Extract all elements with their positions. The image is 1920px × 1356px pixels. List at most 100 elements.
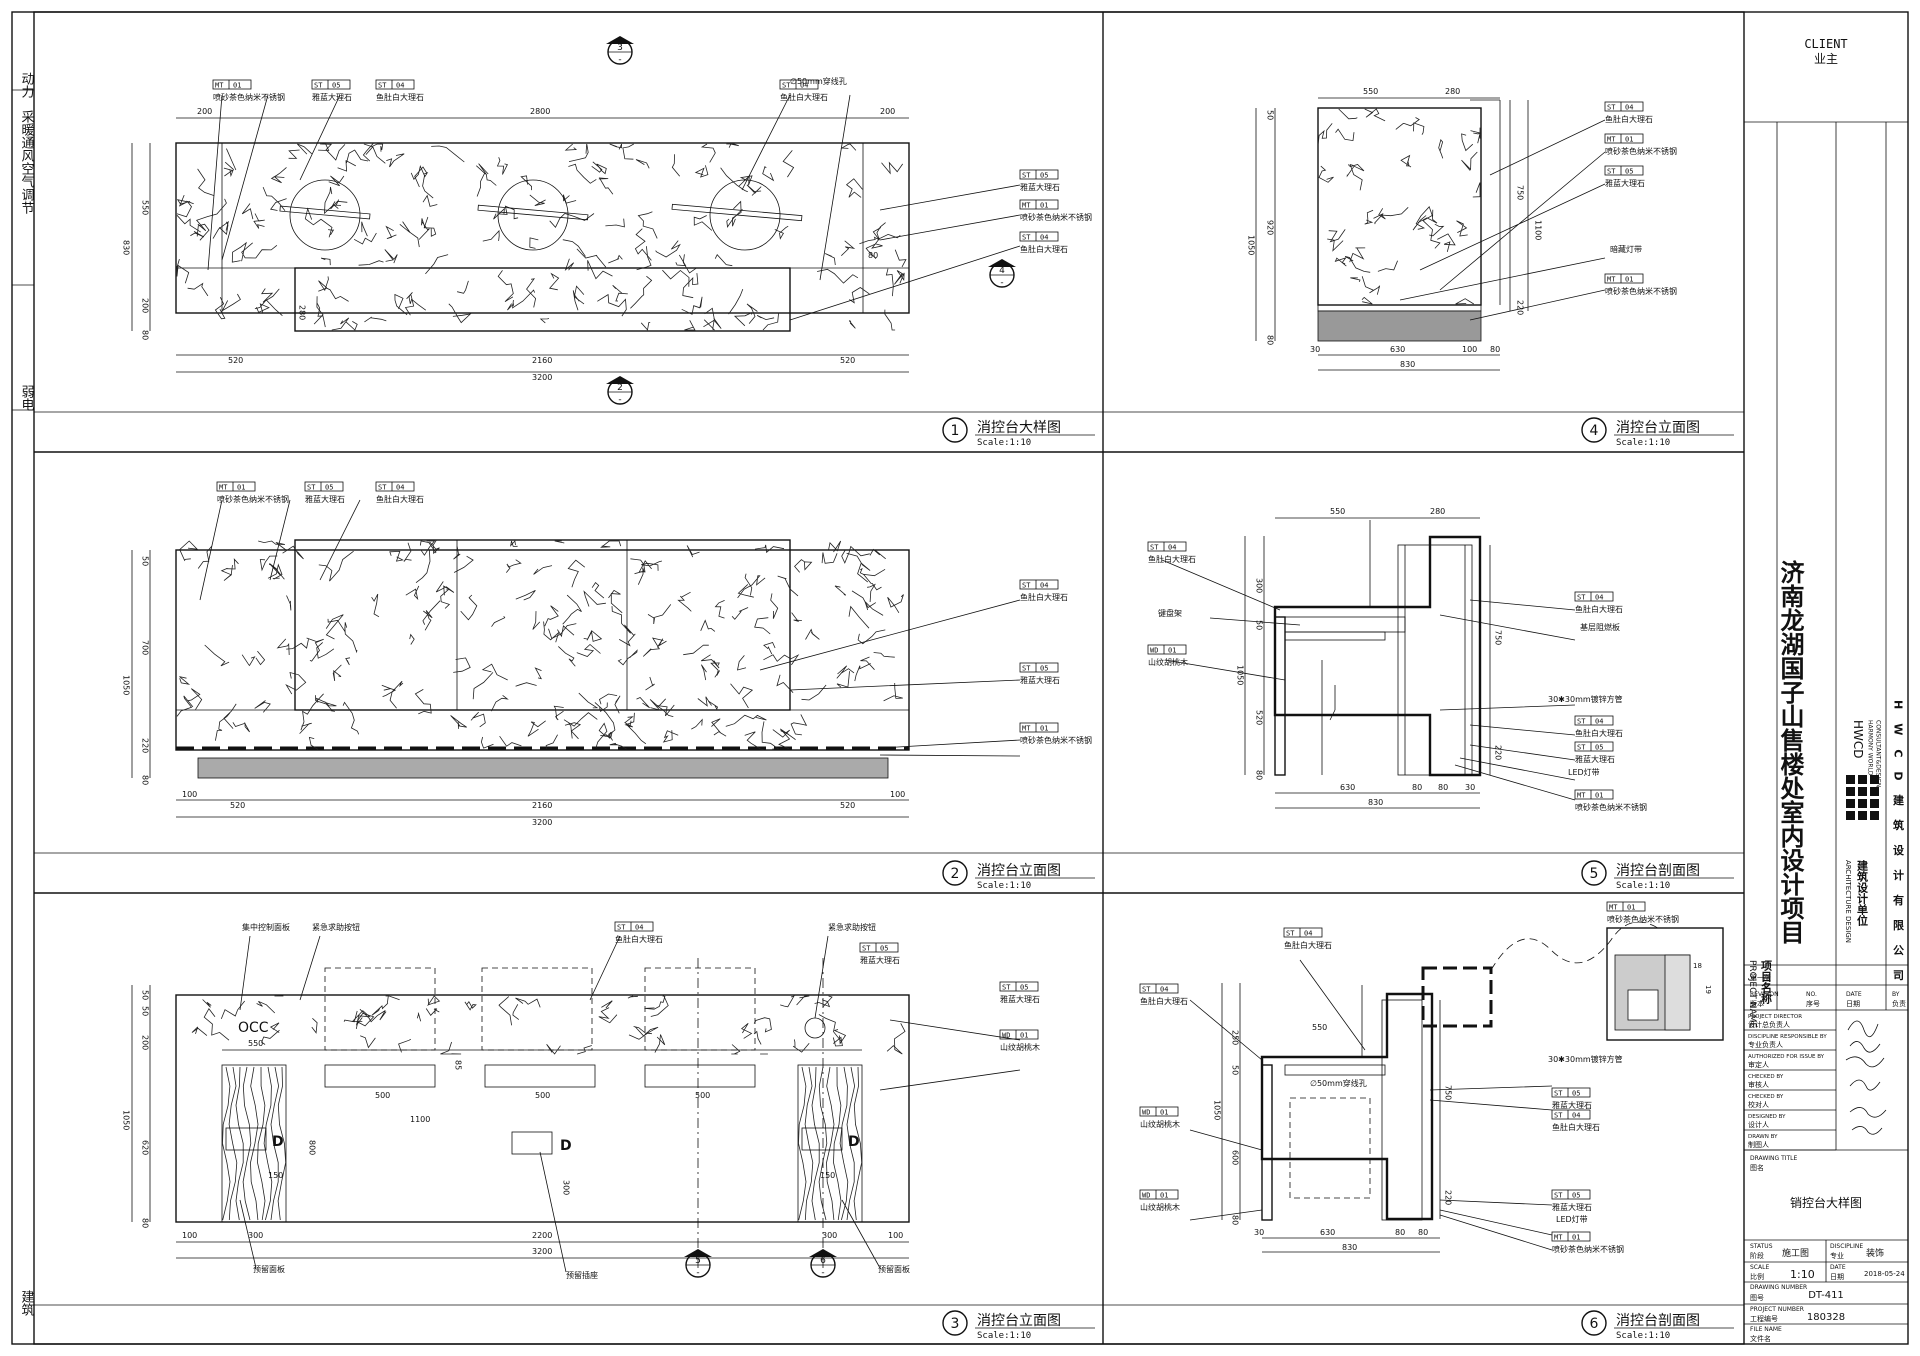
marble-vein: [694, 165, 709, 178]
marble-vein: [482, 229, 500, 242]
material-tag-desc: 鱼肚白大理石: [1148, 554, 1196, 564]
material-tag-number: 01: [1595, 792, 1603, 800]
material-tag-desc: 山纹胡桃木: [1000, 1042, 1040, 1052]
marble-vein: [1349, 164, 1363, 191]
marble-vein: [1455, 298, 1475, 305]
note-fireproof: 基层阻燃板: [1580, 622, 1620, 632]
view-title-text: 消控台立面图: [977, 863, 1061, 879]
marble-vein: [731, 607, 749, 620]
marble-vein: [420, 540, 436, 556]
marble-vein: [332, 664, 342, 681]
marble-vein: [256, 303, 270, 314]
dim-label: 750: [1494, 630, 1503, 645]
marble-vein: [304, 207, 333, 238]
marble-vein: [453, 657, 471, 673]
marble-vein: [425, 254, 449, 275]
note-reserved-panel: 预留面板: [878, 1264, 910, 1274]
marble-vein: [854, 663, 871, 682]
section-marker-number: 2: [617, 383, 623, 393]
view-number: 2: [951, 866, 960, 882]
dim-label: 100: [1462, 345, 1477, 354]
marble-vein: [515, 997, 541, 1008]
material-tag-number: 01: [1168, 647, 1176, 655]
dim-label: 620: [141, 1140, 150, 1155]
dim-label: 520: [840, 356, 855, 365]
marble-vein: [365, 146, 386, 164]
marble-vein: [226, 148, 237, 171]
firm-en-2: CONSULTANT&DESIGN: [1875, 720, 1882, 787]
material-tag-code: ST: [1022, 582, 1031, 590]
marble-vein: [362, 143, 374, 162]
dim-label: 920: [1266, 220, 1275, 235]
material-tag-number: 01: [1040, 725, 1048, 733]
marble-vein: [325, 614, 344, 640]
section-marker-number: 5: [695, 1256, 701, 1266]
marble-vein: [608, 254, 623, 264]
status-value: 施工图: [1782, 1247, 1809, 1259]
marble-vein: [220, 1000, 246, 1020]
marble-vein: [532, 611, 541, 630]
view-title-text: 消控台大样图: [977, 420, 1061, 436]
marble-vein: [515, 590, 536, 601]
marble-vein: [865, 238, 883, 259]
dim-label: 200: [141, 1035, 150, 1050]
marble-vein: [282, 545, 304, 560]
material-tag-desc: 山纹胡桃木: [1140, 1202, 1180, 1212]
marble-vein: [1413, 122, 1425, 135]
dim-label: 550: [141, 200, 150, 215]
dim-label: 100: [182, 790, 197, 799]
marble-vein: [825, 253, 836, 266]
marble-vein: [656, 704, 675, 717]
marble-vein: [197, 168, 215, 196]
dim-label: 630: [1320, 1228, 1335, 1237]
marble-vein: [262, 186, 286, 211]
marble-vein: [738, 174, 753, 187]
wood-grain-line: [804, 1066, 814, 1221]
marble-vein: [241, 203, 254, 220]
marble-vein: [327, 618, 348, 633]
marble-vein: [491, 615, 506, 627]
revision-en: REVISION: [1750, 991, 1779, 998]
marble-vein: [202, 999, 212, 1008]
dim-label: 85: [454, 1060, 463, 1070]
dim-label: 2160: [532, 356, 552, 365]
marble-vein: [564, 722, 582, 740]
material-tag-number: 04: [1595, 594, 1603, 602]
marble-vein: [726, 143, 739, 148]
marble-vein: [782, 150, 795, 178]
marble-vein: [1335, 128, 1355, 142]
marble-vein: [624, 712, 635, 728]
marble-vein: [453, 546, 461, 560]
marble-vein: [881, 161, 904, 175]
marble-vein: [223, 703, 237, 729]
note-led: LED灯带: [1568, 767, 1600, 777]
marble-vein: [801, 684, 827, 701]
material-tag-code: ST: [1022, 665, 1031, 673]
dim-label: 300: [562, 1180, 571, 1195]
marble-vein: [1327, 238, 1344, 252]
marble-vein: [1334, 257, 1347, 267]
material-tag-number: 01: [1040, 202, 1048, 210]
material-tag-code: ST: [314, 82, 323, 90]
marble-vein: [737, 575, 766, 599]
material-tag-number: 01: [1572, 1234, 1580, 1242]
marble-vein: [697, 696, 712, 707]
marble-vein: [691, 718, 703, 730]
marble-vein: [286, 595, 292, 611]
personnel-role-cn: 制图人: [1748, 1140, 1769, 1149]
dim-label: 80: [868, 251, 878, 260]
marble-vein: [510, 540, 518, 547]
marble-vein: [700, 654, 720, 669]
material-tag-code: MT: [1607, 136, 1616, 144]
marble-vein: [553, 705, 564, 721]
marble-vein: [731, 1044, 741, 1055]
marble-vein: [493, 207, 505, 220]
dim-label: 50: [1266, 110, 1275, 120]
